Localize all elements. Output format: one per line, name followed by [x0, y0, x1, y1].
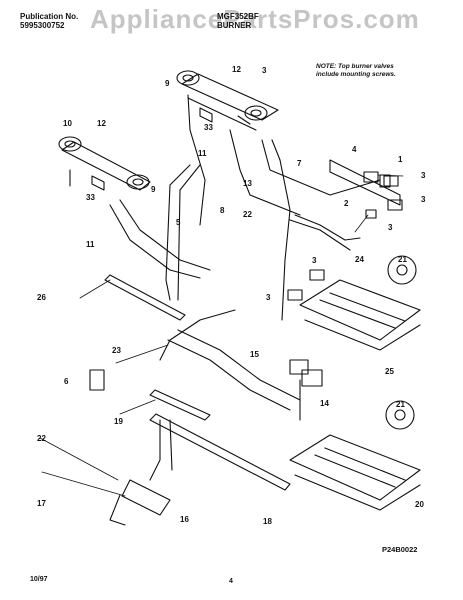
callout-19: 19	[114, 417, 123, 426]
callout-16: 16	[180, 515, 189, 524]
publication-label: Publication No.	[20, 12, 79, 21]
part-19	[149, 389, 211, 421]
callout-24: 24	[355, 255, 364, 264]
callout-10: 3	[262, 66, 267, 75]
manifold-pipe-18	[149, 413, 291, 491]
callout-9b: 9	[151, 185, 156, 194]
callout-21a: 21	[398, 255, 407, 264]
footer-date: 10/97	[30, 576, 48, 583]
callout-8: 6	[64, 377, 69, 386]
callout-18: 18	[263, 517, 272, 526]
callout-15: 15	[250, 350, 259, 359]
callout-10b: 10	[63, 119, 72, 128]
diagram-note: NOTE: Top burner valves include mounting…	[316, 63, 436, 79]
callout-7: 8	[220, 206, 225, 215]
callout-11b: 11	[86, 240, 95, 249]
figure-code: P24B0022	[382, 545, 418, 554]
callout-4: 4	[352, 145, 357, 154]
callout-17: 17	[37, 499, 46, 508]
part-8	[89, 369, 105, 391]
callout-9: 9	[165, 79, 170, 88]
callout-25: 25	[385, 367, 394, 376]
note-line-2: include mounting screws.	[316, 71, 396, 78]
callout-26: 26	[37, 293, 46, 302]
callout-13: 13	[243, 179, 252, 188]
callout-3e: 3	[266, 293, 271, 302]
callout-21b: 21	[396, 400, 405, 409]
callout-33b: 33	[86, 193, 95, 202]
page-number: 4	[229, 578, 233, 585]
nut-detail-circle-lower	[385, 400, 415, 430]
callout-labels: 3 12 9 33 11 10 12 33 9 11 1 4 7 13 2 3 …	[37, 65, 426, 526]
callout-12b: 12	[97, 119, 106, 128]
gas-tubing	[109, 94, 381, 421]
publication-number: 5995300752	[20, 21, 65, 30]
note-line-1: NOTE: Top burner valves	[316, 63, 394, 70]
callout-12: 12	[232, 65, 241, 74]
callout-1: 1	[398, 155, 403, 164]
left-burner-bracket	[58, 136, 151, 191]
callout-6: 7	[297, 159, 302, 168]
nut-detail-circle-upper	[387, 255, 417, 285]
igniter	[104, 274, 186, 321]
top-burner-bracket	[176, 70, 279, 131]
callout-11: 11	[198, 149, 207, 158]
callout-33: 33	[204, 123, 213, 132]
callout-23: 23	[112, 346, 121, 355]
model-number: MGF352BF	[217, 12, 259, 21]
callout-3a: 3	[421, 171, 426, 180]
section-title: BURNER	[217, 21, 252, 30]
callout-22b: 22	[37, 434, 46, 443]
manifold-assembly	[329, 159, 401, 206]
callout-5: 5	[176, 218, 181, 227]
burner-grate-lower	[289, 434, 421, 511]
regulator-17	[121, 479, 171, 516]
callout-3c: 3	[388, 223, 393, 232]
callout-3d: 3	[312, 256, 317, 265]
callout-3b: 3	[421, 195, 426, 204]
callout-22: 22	[243, 210, 252, 219]
model-section: MGF352BF BURNER	[217, 12, 259, 30]
callout-2: 2	[344, 199, 349, 208]
valve-14	[301, 369, 323, 387]
callout-20: 20	[415, 500, 424, 509]
publication-info: Publication No. 5995300752	[20, 12, 78, 30]
callout-14: 14	[320, 399, 329, 408]
burner-grate-upper	[299, 279, 421, 351]
watermark: AppliancePartsPros.com	[90, 4, 420, 34]
